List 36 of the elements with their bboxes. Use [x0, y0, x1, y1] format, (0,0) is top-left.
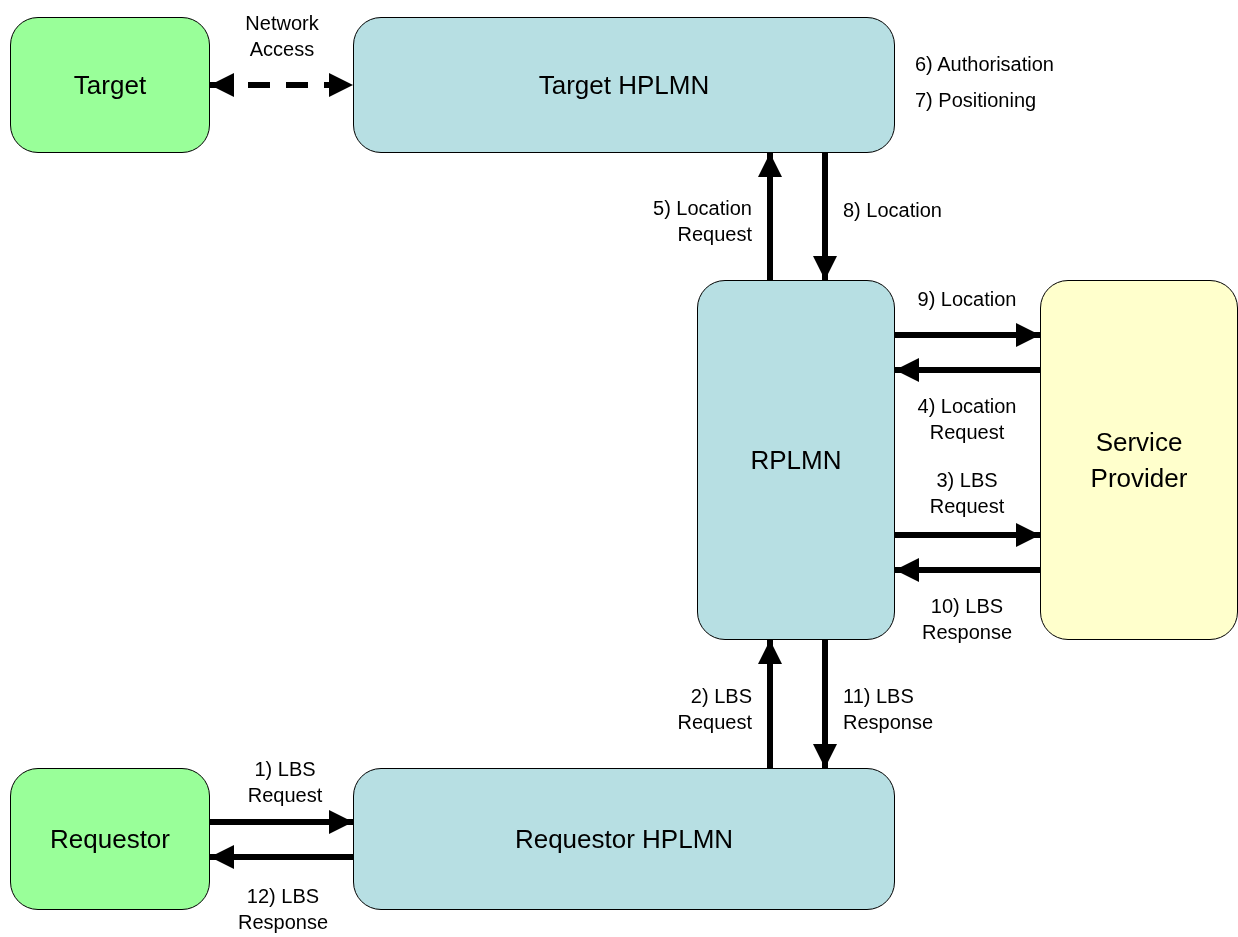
arrow — [895, 323, 1040, 347]
node-label: Requestor HPLMN — [513, 822, 735, 856]
edge-label: 5) Location Request — [652, 196, 752, 247]
arrow — [813, 640, 837, 768]
arrow — [758, 640, 782, 768]
edge-label: Network Access — [244, 11, 320, 62]
network-box — [353, 768, 895, 910]
edge-label: 10) LBS Response — [920, 594, 1014, 645]
arrow — [895, 523, 1040, 547]
edge-label: 12) LBS Response — [236, 884, 330, 935]
network-box — [353, 17, 895, 153]
arrow — [210, 845, 353, 869]
arrow — [210, 810, 353, 834]
arrow — [895, 558, 1040, 582]
edge-label: 2) LBS Request — [676, 684, 752, 735]
edge-label: 1) LBS Request — [246, 757, 324, 808]
party-box — [10, 17, 210, 153]
step-note: 6) Authorisation — [915, 52, 1054, 77]
edge-label: 9) Location — [916, 287, 1018, 312]
node-label: Target HPLMN — [537, 68, 711, 102]
node-label: Requestor — [49, 822, 171, 856]
node-label: Service Provider — [1089, 425, 1189, 495]
step-note: 7) Positioning — [915, 88, 1037, 113]
arrow — [895, 358, 1040, 382]
dashed-arrow — [210, 73, 353, 97]
node-label: RPLMN — [749, 443, 843, 477]
provider-box — [1040, 280, 1238, 640]
network-box — [697, 280, 895, 640]
arrow — [813, 153, 837, 280]
party-box — [10, 768, 210, 910]
edge-label: 3) LBS Request — [928, 468, 1006, 519]
edge-label: 4) Location Request — [916, 394, 1018, 445]
edge-label: 11) LBS Response — [843, 684, 935, 735]
node-label: Target — [72, 68, 148, 102]
edge-label: 8) Location — [843, 198, 943, 223]
arrow — [758, 153, 782, 280]
